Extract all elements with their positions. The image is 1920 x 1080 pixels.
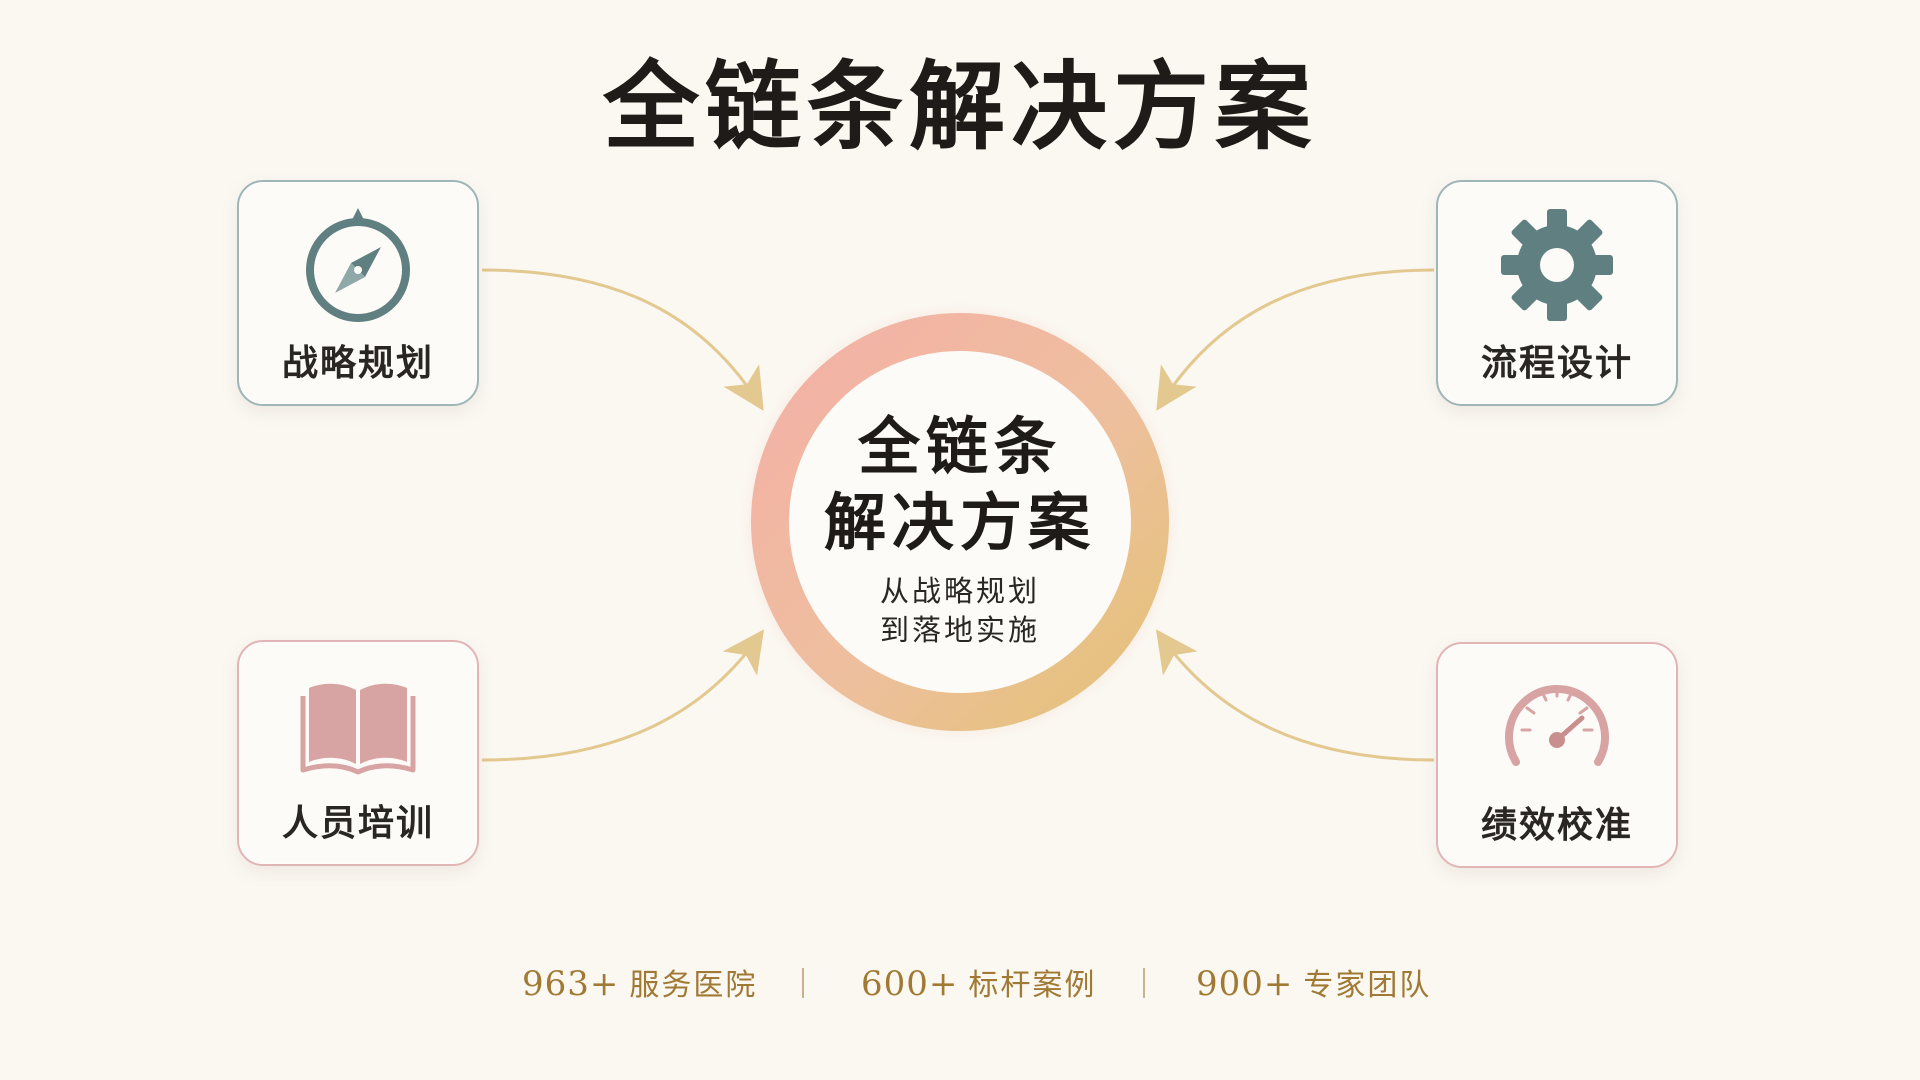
center-subtitle-line2: 到落地实施 [879,613,1040,647]
stat-cases: 600+ 标杆案例 [861,962,1096,1008]
arrow-performance [1155,629,1435,762]
stat-hospitals: 963+ 服务医院 [522,962,757,1008]
node-process-label: 流程设计 [1480,343,1633,384]
center-subtitle-line1: 从战略规划 [879,574,1040,608]
node-performance-card: 绩效校准 [1436,642,1678,868]
node-process-card: 流程设计 [1436,180,1678,406]
node-performance-label: 绩效校准 [1480,805,1633,846]
center-title-line2: 解决方案 [823,486,1096,559]
arrow-training [481,629,765,762]
book-icon [300,683,416,775]
stat-hospitals-text: 服务医院 [629,968,758,1003]
center-ring [751,313,1169,731]
stat-experts: 900+ 专家团队 [1196,962,1431,1008]
node-training-label: 人员培训 [281,803,434,844]
stats-bar: 963+ 服务医院 600+ 标杆案例 900+ 专家团队 [0,962,1920,1006]
center-title-line1: 全链条 [857,410,1062,483]
stat-experts-number: 900+ [1196,964,1294,1004]
node-strategy-label: 战略规划 [281,343,434,384]
stat-cases-text: 标杆案例 [968,968,1097,1003]
stat-divider [802,968,804,998]
gauge-icon [1505,685,1609,766]
arrow-strategy [481,268,764,411]
stat-experts-text: 专家团队 [1303,968,1432,1003]
stat-hospitals-number: 963+ [522,964,620,1004]
compass-icon [306,208,410,322]
arrow-process [1156,268,1435,411]
node-training-card: 人员培训 [237,640,479,866]
stat-cases-number: 600+ [861,964,959,1004]
node-strategy-card: 战略规划 [237,180,479,406]
gear-icon [1501,209,1613,321]
stat-divider [1143,968,1145,998]
page-title: 全链条解决方案 [603,50,1317,163]
